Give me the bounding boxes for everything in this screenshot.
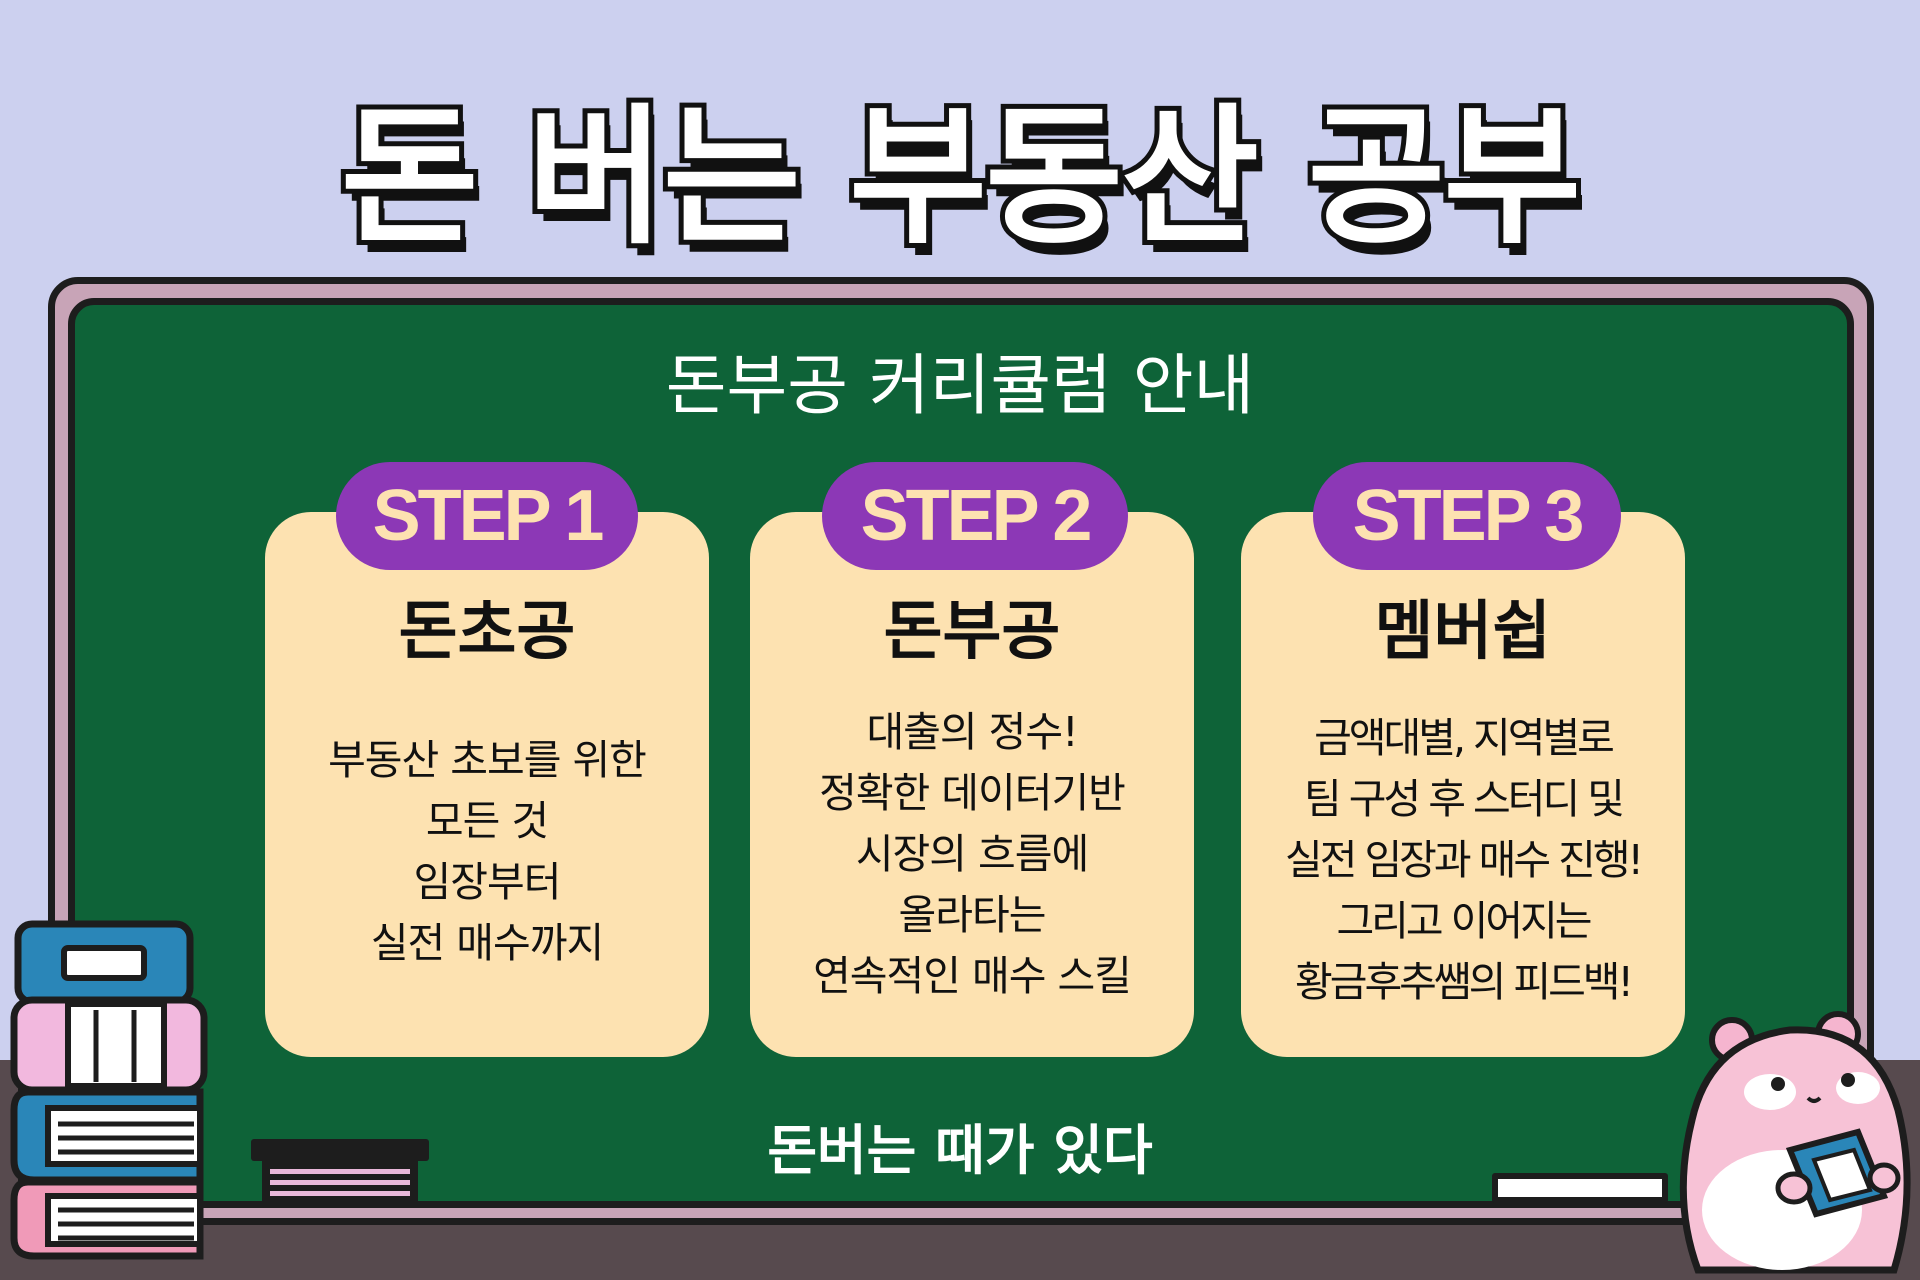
step-2-line: 정확한 데이터기반 (819, 769, 1126, 817)
step-1-card: 돈초공 부동산 초보를 위한 모든 것 임장부터 실전 매수까지 (265, 512, 709, 1057)
step-2-card: 돈부공 대출의 정수! 정확한 데이터기반 시장의 흐름에 올라타는 연속적인 … (750, 512, 1194, 1057)
chalkboard-eraser-icon (251, 1139, 429, 1203)
step-1-description: 부동산 초보를 위한 모든 것 임장부터 실전 매수까지 (265, 730, 709, 974)
step-1-title: 돈초공 (398, 595, 576, 669)
step-1-line: 임장부터 (413, 858, 562, 906)
step-2-line: 시장의 흐름에 (855, 830, 1089, 878)
step-2-line: 올라타는 (898, 891, 1047, 939)
stacked-books-icon (10, 920, 208, 1260)
step-2-title: 돈부공 (883, 595, 1061, 669)
step-2-line: 연속적인 매수 스킬 (813, 952, 1132, 1000)
page-title: 돈 버는 부동산 공부 (336, 86, 1587, 270)
step-3-title: 멤버쉽 (1374, 595, 1552, 669)
hamster-reading-book-icon (1679, 1011, 1911, 1274)
curriculum-subtitle: 돈부공 커리큘럼 안내 (665, 347, 1255, 424)
slogan: 돈버는 때가 있다 (767, 1119, 1153, 1182)
step-3-line: 그리고 이어지는 (1336, 897, 1592, 945)
step-1-line: 모든 것 (425, 797, 549, 845)
step-3-description: 금액대별, 지역별로 팀 구성 후 스터디 및 실전 임장과 매수 진행! 그리… (1241, 708, 1685, 1013)
step-3-line: 실전 임장과 매수 진행! (1284, 836, 1644, 884)
step-1-line: 실전 매수까지 (370, 919, 604, 967)
step-2-description: 대출의 정수! 정확한 데이터기반 시장의 흐름에 올라타는 연속적인 매수 스… (750, 702, 1194, 1007)
step-1-badge: STEP 1 (336, 462, 638, 570)
step-3-card: 멤버쉽 금액대별, 지역별로 팀 구성 후 스터디 및 실전 임장과 매수 진행… (1241, 512, 1685, 1057)
step-3-line: 팀 구성 후 스터디 및 (1304, 775, 1625, 823)
step-2-badge: STEP 2 (822, 462, 1128, 570)
step-3-line: 금액대별, 지역별로 (1314, 714, 1615, 762)
step-2-line: 대출의 정수! (866, 708, 1078, 756)
step-1-line: 부동산 초보를 위한 (328, 736, 647, 784)
step-3-badge: STEP 3 (1313, 462, 1621, 570)
chalk-icon (1492, 1173, 1668, 1203)
step-3-line: 황금후추쌤의 피드백! (1295, 958, 1634, 1006)
